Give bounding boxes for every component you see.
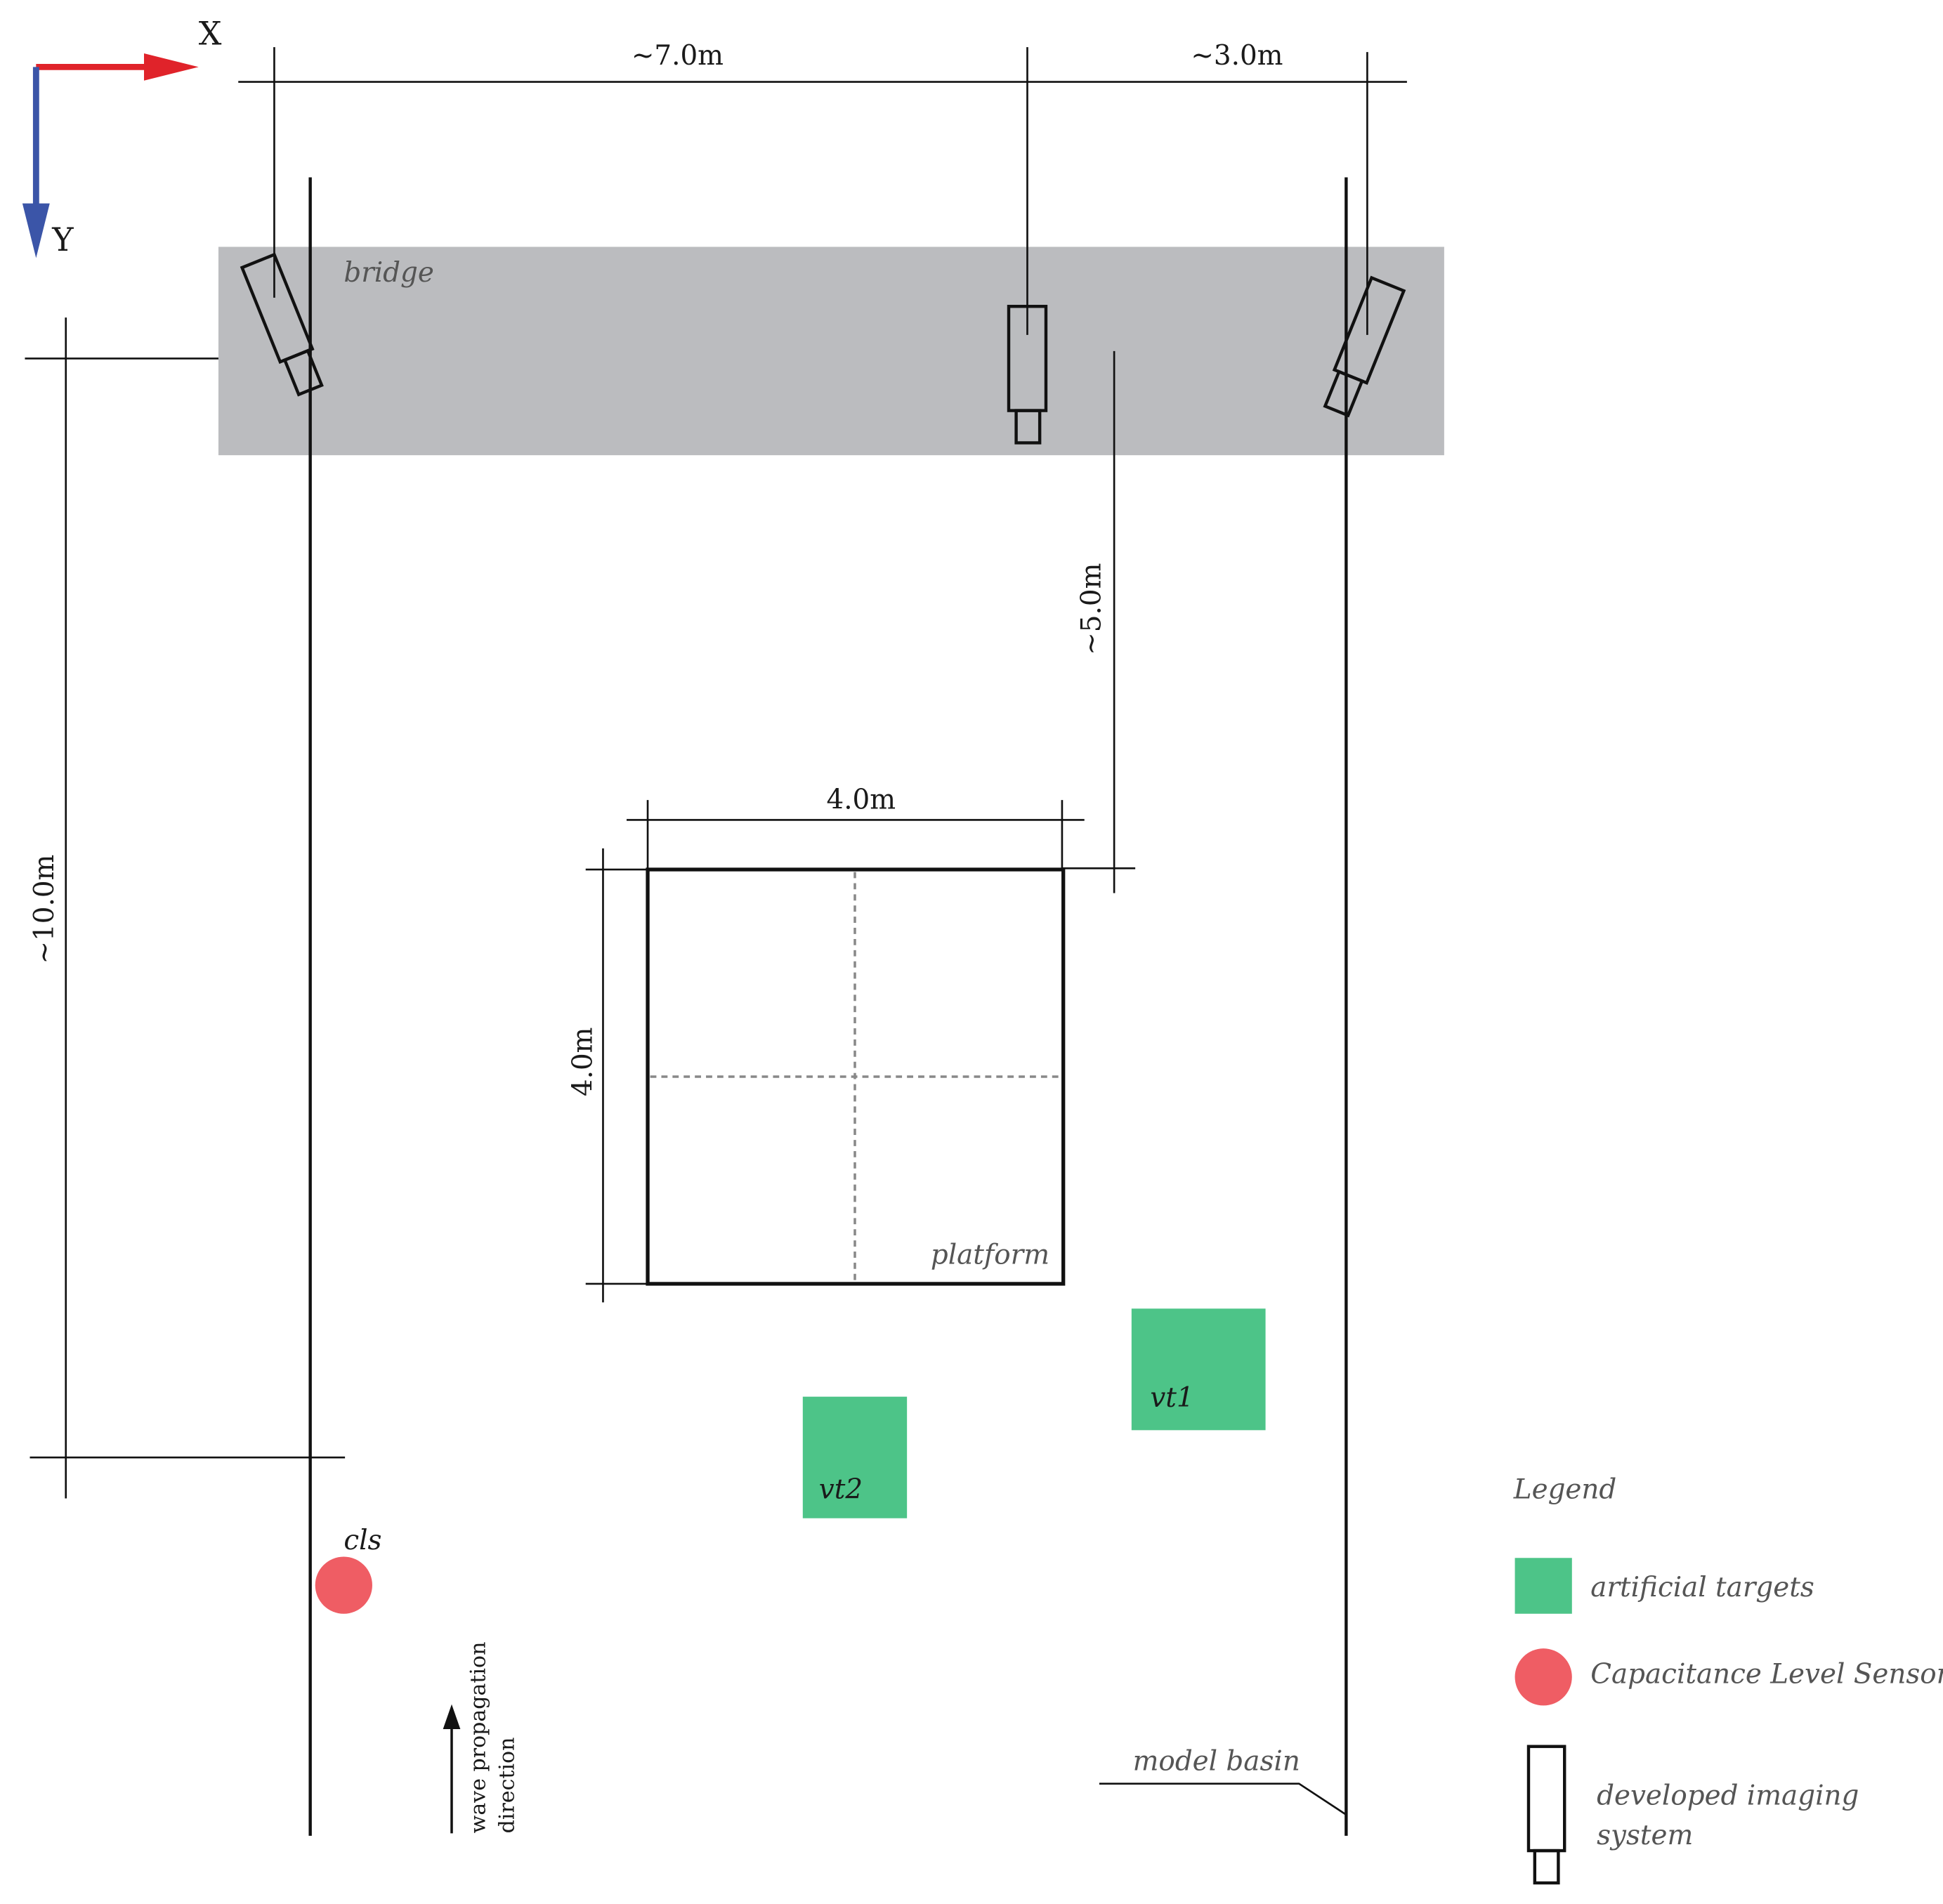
camera-left <box>240 252 324 397</box>
basin-length-dimension <box>25 317 346 1499</box>
legend-target-swatch <box>1515 1558 1572 1614</box>
legend-camera-icon <box>1526 1745 1566 1885</box>
legend-title: Legend <box>1513 1473 1617 1505</box>
y-axis-arrowhead <box>22 203 50 258</box>
x-axis-arrowhead <box>143 53 199 81</box>
legend-camera-label-line1: developed imaging <box>1597 1780 1859 1812</box>
capacitance-level-sensor <box>315 1556 372 1614</box>
dimension-label-3m: ~3.0m <box>1191 40 1283 72</box>
basin-walls <box>308 177 1348 1836</box>
legend: Legend artificial targets Capacitance Le… <box>1513 1473 1943 1885</box>
target-vt1-label: vt1 <box>1150 1382 1193 1414</box>
target-vt1 <box>1131 1308 1266 1431</box>
coordinate-axes: X Y <box>22 15 222 258</box>
x-axis-label: X <box>199 15 222 53</box>
bridge-label: bridge <box>344 257 434 289</box>
wave-direction-label-line2: direction <box>495 1738 519 1834</box>
target-vt2 <box>802 1396 908 1518</box>
legend-target-label: artificial targets <box>1590 1572 1814 1603</box>
camera-right <box>1323 275 1406 418</box>
platform-width-label: 4.0m <box>827 784 896 816</box>
platform-label: platform <box>931 1240 1049 1271</box>
dimension-label-10m: ~10.0m <box>29 855 60 964</box>
platform-height-dimension <box>585 848 648 1303</box>
legend-sensor-label: Capacitance Level Sensor <box>1590 1659 1943 1690</box>
bridge-to-platform-dimension <box>1061 350 1136 893</box>
legend-camera-label-line2: system <box>1597 1820 1693 1851</box>
model-basin-leader <box>1099 1782 1347 1816</box>
camera-center <box>1007 305 1048 445</box>
model-basin-label: model basin <box>1133 1745 1300 1777</box>
wave-direction-label-line1: wave propagation <box>466 1642 491 1834</box>
platform <box>646 867 1066 1286</box>
bridge <box>218 247 1444 456</box>
y-axis-label: Y <box>51 221 74 258</box>
legend-sensor-swatch <box>1515 1648 1572 1706</box>
sensor-label: cls <box>344 1525 381 1556</box>
platform-width-dimension <box>627 800 1085 870</box>
platform-height-label: 4.0m <box>568 1027 599 1096</box>
wave-propagation-arrow <box>443 1704 461 1834</box>
dimension-label-7m: ~7.0m <box>632 40 724 72</box>
target-vt2-label: vt2 <box>819 1473 863 1505</box>
dimension-label-5m: ~5.0m <box>1076 563 1108 655</box>
